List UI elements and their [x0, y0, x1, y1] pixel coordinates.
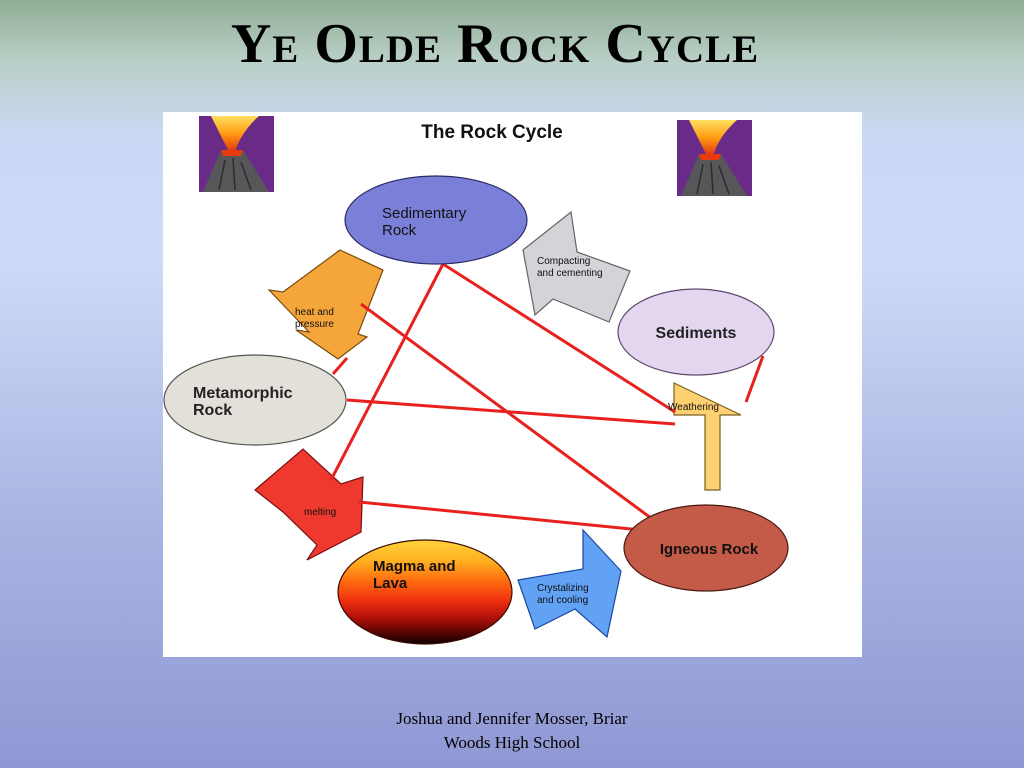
- weathering-label: Weathering: [668, 402, 719, 413]
- crystalizing-arrow: [517, 528, 622, 639]
- compacting-label-1: Compacting: [537, 256, 590, 267]
- sediments-node: Sediments: [617, 288, 775, 376]
- igneous-label: Igneous Rock: [660, 541, 759, 558]
- metamorphic-rock-node: Metamorphic Rock: [163, 354, 347, 446]
- connector-lines: [329, 262, 765, 534]
- footer-line-2: Woods High School: [443, 733, 581, 752]
- magma-label-1: Magma and: [373, 558, 456, 575]
- igneous-rock-node: Igneous Rock: [623, 504, 789, 592]
- heat-label-2: pressure: [295, 319, 334, 330]
- metamorphic-label-1: Metamorphic: [193, 385, 293, 402]
- compacting-arrow: [522, 210, 631, 323]
- crystalizing-label-2: and cooling: [537, 595, 588, 606]
- rock-cycle-diagram: The Rock Cycle Sedimentary Rock Sediment…: [163, 112, 862, 657]
- volcano-icon-right: [677, 120, 752, 196]
- slide-title: Ye Olde Rock Cycle: [230, 13, 760, 75]
- heat-pressure-arrow: [267, 249, 384, 360]
- footer-credit: Joshua and Jennifer Mosser, Briar Woods …: [352, 707, 672, 755]
- melting-label: melting: [304, 507, 336, 518]
- sedimentary-label-2: Rock: [382, 222, 417, 239]
- melting-arrow: [254, 448, 364, 561]
- sediments-label: Sediments: [656, 325, 737, 342]
- compacting-label-2: and cementing: [537, 268, 603, 279]
- weathering-arrow: [673, 382, 742, 491]
- crystalizing-label-1: Crystalizing: [537, 583, 589, 594]
- volcano-icon-left: [199, 116, 274, 192]
- diagram-title: The Rock Cycle: [421, 122, 563, 143]
- sedimentary-label-1: Sedimentary: [382, 205, 467, 222]
- sedimentary-rock-node: Sedimentary Rock: [344, 175, 528, 265]
- footer-line-1: Joshua and Jennifer Mosser, Briar: [396, 709, 628, 728]
- diagram-canvas: The Rock Cycle Sedimentary Rock Sediment…: [163, 116, 789, 645]
- metamorphic-label-2: Rock: [193, 402, 232, 419]
- heat-label-1: heat and: [295, 307, 334, 318]
- magma-lava-node: Magma and Lava: [337, 539, 513, 645]
- magma-label-2: Lava: [373, 575, 408, 592]
